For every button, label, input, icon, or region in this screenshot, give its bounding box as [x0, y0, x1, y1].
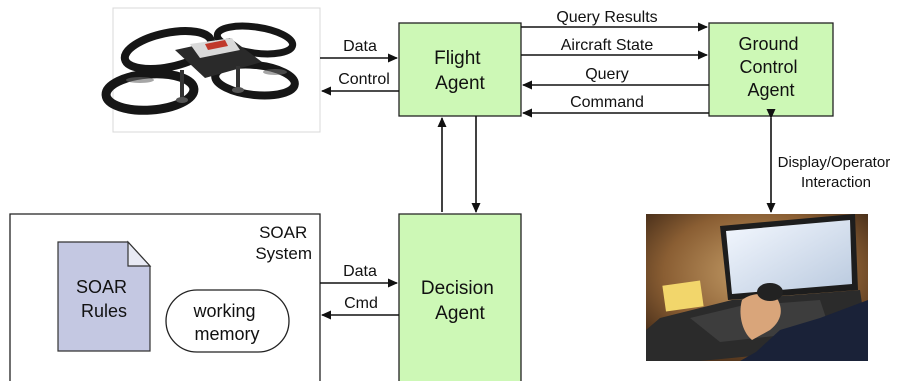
soar-rules-document: SOAR Rules [57, 240, 152, 352]
soar-rules-label: SOAR Rules [76, 277, 132, 321]
soar-data-label: Data [343, 263, 377, 280]
drone-control-label: Control [338, 71, 390, 88]
ground-control-agent-node: Ground Control Agent [708, 22, 834, 117]
decision-agent-node: Decision Agent [398, 213, 522, 381]
command-label: Command [570, 94, 644, 111]
display-operator-label: Display/Operator Interaction [778, 154, 895, 191]
decision-agent-label: Decision Agent [421, 278, 499, 324]
soar-system-label: SOAR System [255, 223, 312, 263]
flight-agent-node: Flight Agent [398, 22, 522, 117]
drone-data-label: Data [343, 38, 377, 55]
drone-photo [101, 7, 321, 133]
working-memory-label: working memory [192, 301, 260, 344]
query-results-label: Query Results [556, 9, 657, 26]
soar-cmd-label: Cmd [344, 295, 378, 312]
working-memory-node: working memory [165, 289, 290, 353]
ground-control-agent-label: Ground Control Agent [738, 34, 803, 100]
aircraft-state-label: Aircraft State [561, 37, 654, 54]
flight-agent-label: Flight Agent [434, 48, 486, 94]
operator-photo [646, 214, 868, 361]
query-label: Query [585, 66, 629, 83]
